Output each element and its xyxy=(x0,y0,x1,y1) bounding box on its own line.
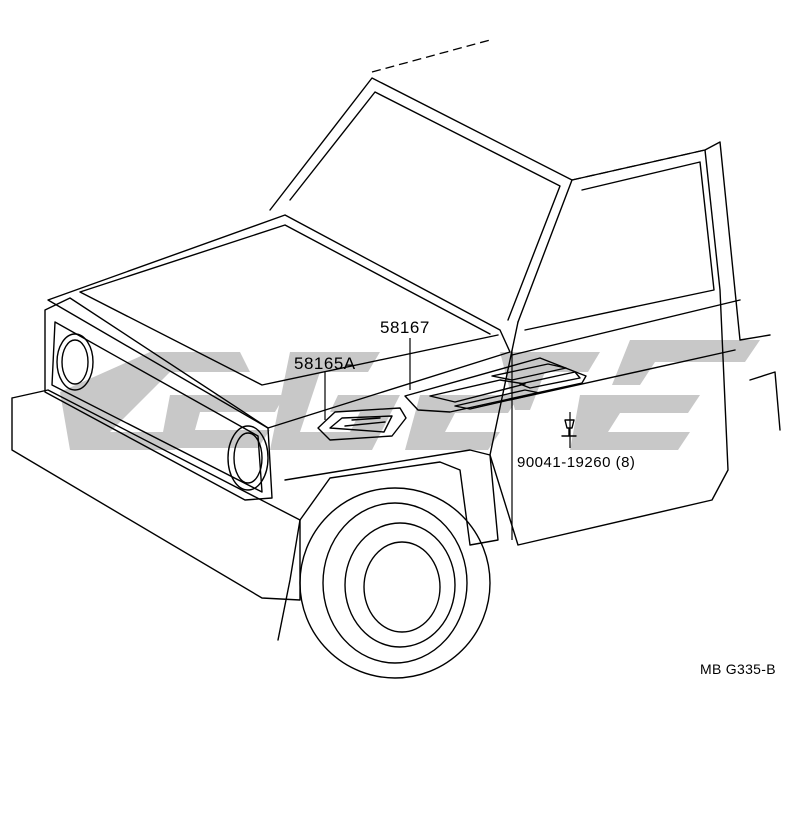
front-tire xyxy=(299,487,491,679)
label-58167: 58167 xyxy=(380,318,430,337)
vent-trim-58165a xyxy=(317,407,407,441)
front-bumper xyxy=(11,389,301,601)
front-fender xyxy=(284,449,499,546)
grille xyxy=(44,297,273,501)
hood xyxy=(47,214,511,429)
louver-plate-58167 xyxy=(404,357,587,413)
clip-90041-19260 xyxy=(561,419,577,437)
roof-line xyxy=(371,39,706,181)
label-90041-19260: 90041-19260 (8) xyxy=(517,454,636,471)
windshield xyxy=(269,77,573,323)
diagram-code: MB G335-B xyxy=(700,661,776,677)
headlights xyxy=(56,333,269,491)
front-door xyxy=(489,149,729,546)
label-58165a: 58165A xyxy=(294,354,356,373)
